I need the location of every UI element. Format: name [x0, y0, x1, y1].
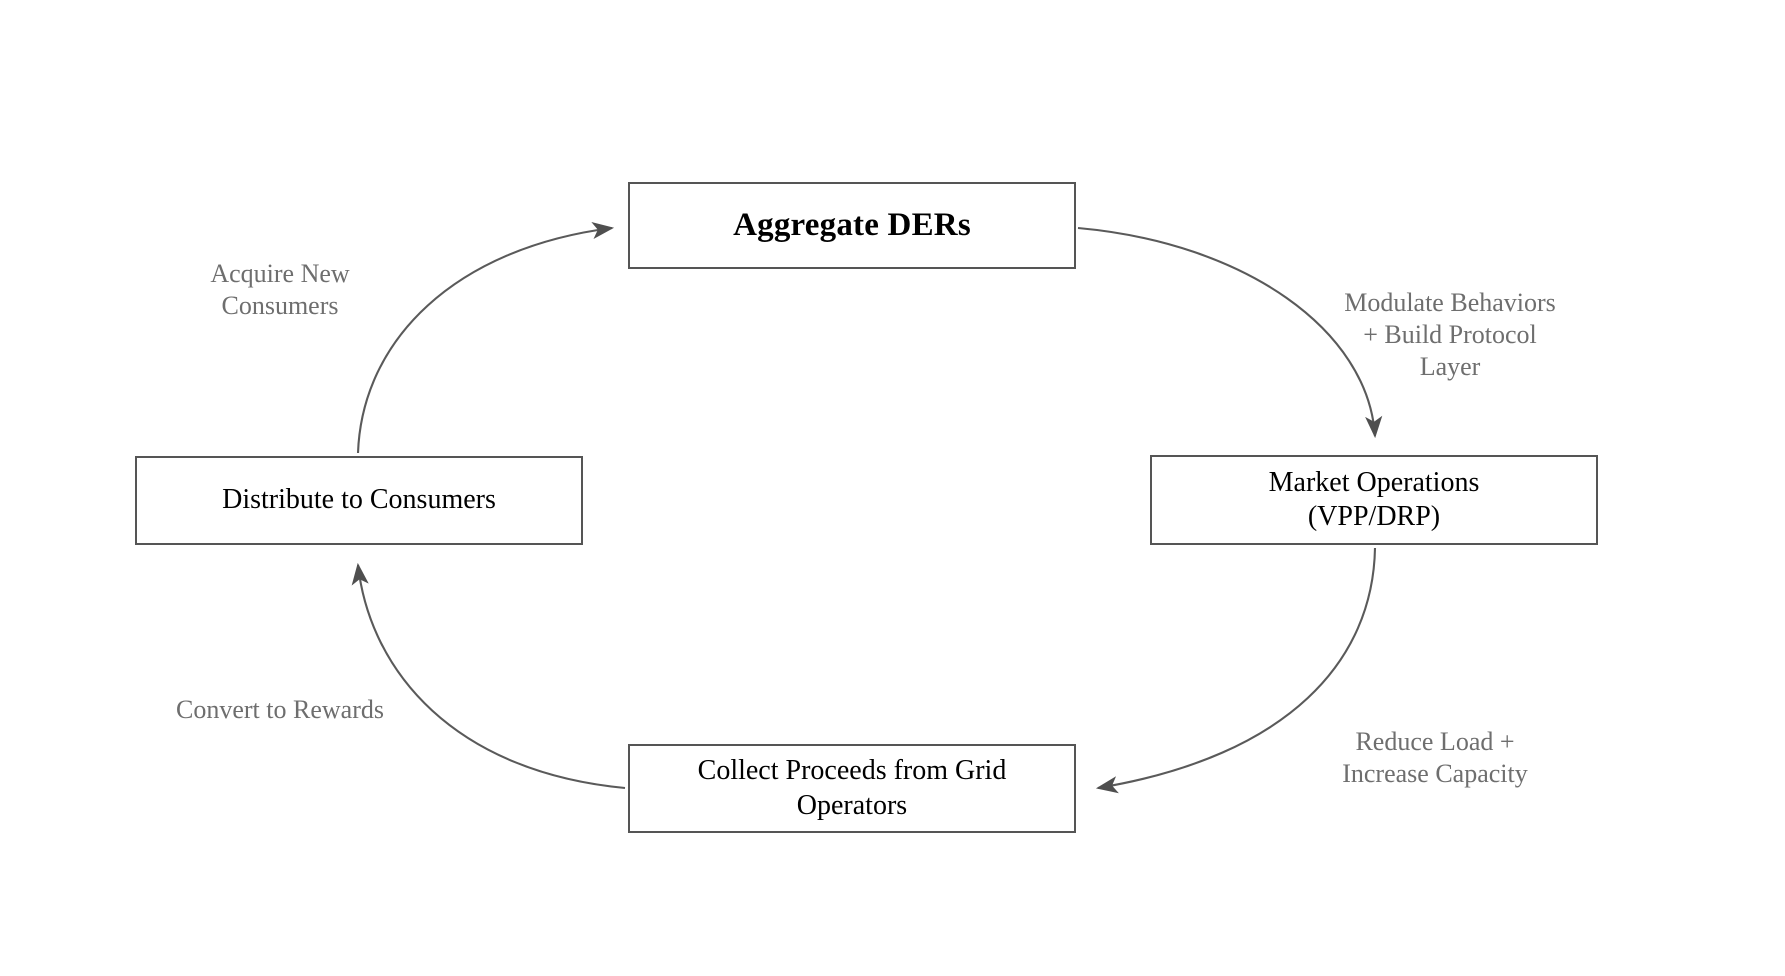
node-market-operations[interactable]: Market Operations (VPP/DRP): [1150, 455, 1598, 545]
node-market-operations-label: Market Operations (VPP/DRP): [1268, 466, 1480, 532]
edge-label-distribute-to-aggregate: Acquire New Consumers: [210, 259, 350, 320]
node-collect-proceeds[interactable]: Collect Proceeds from Grid Operators: [628, 744, 1076, 833]
node-collect-proceeds-label: Collect Proceeds from Grid Operators: [697, 755, 1007, 821]
node-distribute-consumers-label: Distribute to Consumers: [222, 484, 496, 516]
node-distribute-consumers[interactable]: Distribute to Consumers: [135, 456, 583, 545]
edge-label-aggregate-to-market: Modulate Behaviors + Build Protocol Laye…: [1344, 288, 1556, 381]
edge-label-market-to-collect: Reduce Load + Increase Capacity: [1342, 727, 1528, 788]
node-aggregate-ders[interactable]: Aggregate DERs: [628, 182, 1076, 269]
node-aggregate-ders-label: Aggregate DERs: [733, 207, 971, 244]
edge-label-collect-to-distribute: Convert to Rewards: [176, 695, 384, 724]
edge-collect-to-distribute: [351, 562, 626, 790]
